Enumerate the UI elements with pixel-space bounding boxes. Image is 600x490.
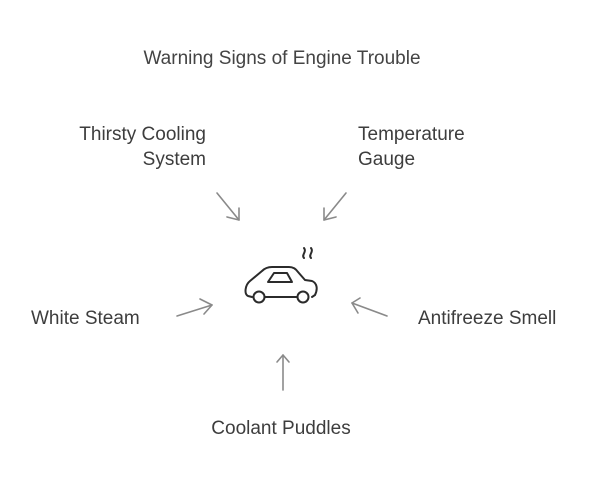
- label-thirsty-cooling-system-line-2: System: [142, 149, 206, 170]
- label-thirsty-cooling-system-line-1: Thirsty Cooling: [79, 124, 206, 145]
- label-white-steam: White Steam: [31, 308, 140, 329]
- arrow-white-steam: [176, 298, 213, 317]
- overheating-car-icon: [244, 247, 318, 304]
- arrow-coolant-puddles: [276, 354, 290, 391]
- arrow-thirsty-cooling-system: [216, 192, 240, 221]
- label-temperature-gauge: Temperature Gauge: [358, 122, 465, 172]
- diagram-title: Warning Signs of Engine Trouble: [143, 48, 421, 69]
- label-antifreeze-smell: Antifreeze Smell: [418, 308, 557, 329]
- label-coolant-puddles: Coolant Puddles: [211, 418, 351, 439]
- label-temperature-gauge-line-1: Temperature: [358, 124, 465, 145]
- arrow-antifreeze-smell: [351, 297, 388, 317]
- label-thirsty-cooling-system: Thirsty Cooling System: [79, 122, 206, 172]
- arrow-temperature-gauge: [323, 192, 347, 221]
- label-temperature-gauge-line-2: Gauge: [358, 149, 416, 170]
